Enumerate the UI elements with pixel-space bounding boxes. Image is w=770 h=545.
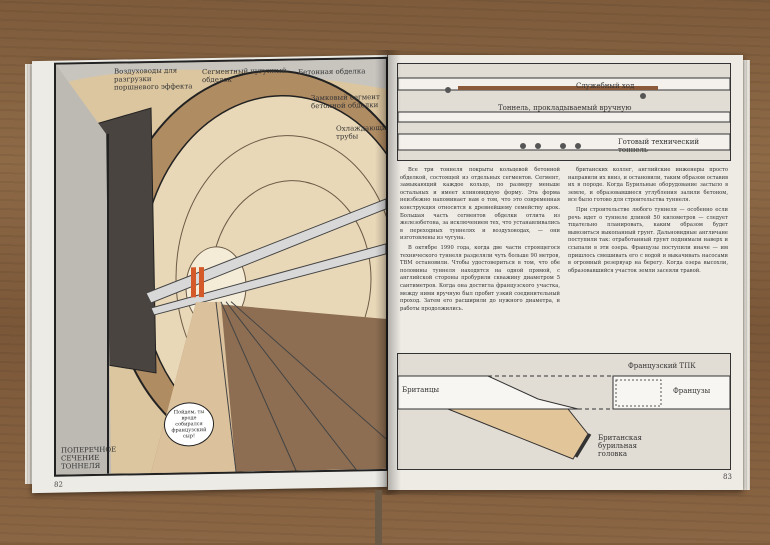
tunnel-cross-section-illustration: Воздуховоды для разгрузки поршневого эфф… bbox=[54, 56, 388, 477]
label-air-duct: Воздуховоды для разгрузки поршневого эфф… bbox=[114, 66, 193, 92]
label-service-passage: Служебный ход bbox=[576, 82, 635, 90]
label-lock-segment: Замковый сегмент бетонной обделки bbox=[311, 93, 380, 111]
illustration-caption: Поперечное сечение тоннеля bbox=[61, 445, 117, 471]
paragraph: В октябре 1990 года, когда две части стр… bbox=[400, 244, 560, 312]
tunnel-layers-drawing bbox=[398, 77, 730, 151]
open-book: Воздуховоды для разгрузки поршневого эфф… bbox=[20, 50, 755, 545]
label-concrete-lining: Бетонная обделка bbox=[298, 67, 366, 77]
label-british-drill-head: Британская бурильная головка bbox=[598, 434, 642, 458]
paragraph: британских коллег, английские инженеры п… bbox=[568, 167, 728, 204]
page-number-left: 82 bbox=[54, 480, 63, 489]
paragraph: При строительстве любого туннеля — особе… bbox=[568, 206, 728, 274]
label-cast-iron-lining: Сегментный чугунный обделок bbox=[202, 66, 287, 85]
label-british: Британцы bbox=[402, 386, 440, 394]
left-page: Воздуховоды для разгрузки поршневого эфф… bbox=[32, 54, 388, 494]
label-french: Французы bbox=[673, 387, 711, 395]
text-column-2: британских коллег, английские инженеры п… bbox=[568, 167, 728, 277]
tunnel-drawing bbox=[56, 58, 388, 475]
paragraph: Все три тоннеля покрыты кольцевой бетонн… bbox=[400, 167, 560, 242]
bookmark-ribbon bbox=[375, 490, 382, 545]
label-french-tbm: Французский ТПК bbox=[628, 362, 696, 370]
text-column-1: Все три тоннеля покрыты кольцевой бетонн… bbox=[400, 167, 560, 315]
label-finished-tunnel: Готовый технический тоннель bbox=[618, 138, 700, 154]
book-gutter bbox=[375, 50, 401, 495]
label-hand-dug-tunnel: Тоннель, прокладываемый вручную bbox=[498, 104, 632, 112]
top-tunnel-diagram: Служебный ход Тоннель, прокладываемый вр… bbox=[397, 63, 731, 161]
right-page: Служебный ход Тоннель, прокладываемый вр… bbox=[388, 55, 743, 490]
drill-meeting-drawing bbox=[398, 375, 730, 460]
page-number-right: 83 bbox=[723, 473, 732, 481]
bottom-tunnel-diagram: Британцы Французский ТПК Французы Британ… bbox=[397, 353, 731, 470]
